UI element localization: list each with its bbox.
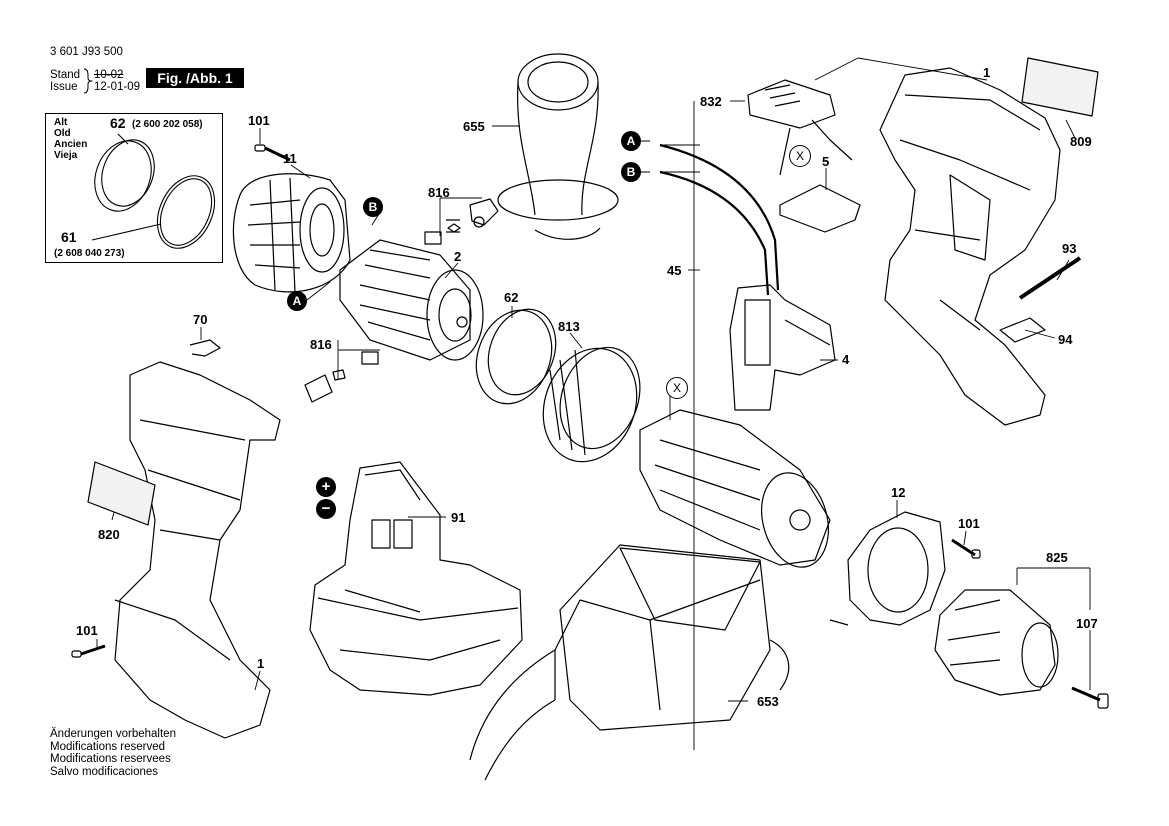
- note-en: Modifications reserved: [50, 740, 166, 753]
- note-de: Änderungen vorbehalten: [50, 728, 176, 740]
- label-825: 825: [1046, 550, 1068, 565]
- part-820-label: [87, 461, 156, 526]
- part-11-cover: [232, 173, 351, 293]
- label-101-right: 101: [958, 516, 980, 531]
- figure-label: Fig. /Abb. 1: [146, 68, 244, 88]
- label-5: 5: [822, 154, 830, 169]
- marker-x-switch: X: [789, 145, 811, 167]
- marker-b-right: B: [621, 162, 641, 182]
- doc-number: 3 601 J93 500: [50, 46, 123, 58]
- part-93-bit: [1018, 256, 1082, 300]
- note-es: Salvo modificaciones: [50, 765, 159, 778]
- label-62: 62: [504, 290, 519, 305]
- issue-label: Issue: [50, 81, 78, 93]
- old-line-old: Old: [54, 128, 71, 139]
- label-816-lower: 816: [310, 337, 332, 352]
- label-101-left: 101: [76, 623, 98, 638]
- label-809: 809: [1070, 134, 1092, 149]
- part-2-motor: [339, 239, 484, 361]
- label-816-top: 816: [428, 185, 450, 200]
- label-4: 4: [842, 352, 850, 367]
- label-1-bottom: 1: [257, 656, 265, 671]
- issue-date: 12-01-09: [94, 81, 141, 93]
- label-2: 2: [454, 249, 462, 264]
- part-gearbox: [639, 409, 831, 568]
- screw-101-left: [71, 644, 106, 658]
- part-45-wires: [659, 143, 780, 296]
- label-93: 93: [1062, 241, 1077, 256]
- battery-plus-marker: +: [316, 477, 336, 497]
- label-91: 91: [451, 510, 466, 525]
- battery-minus-marker: −: [316, 499, 336, 519]
- part-70-clip: [189, 339, 221, 357]
- part-655-sleeve: [497, 53, 619, 240]
- screw-107: [1071, 686, 1109, 709]
- label-70: 70: [193, 312, 208, 327]
- part-1-housing-left: [114, 361, 281, 739]
- old-line-ancien: Ancien: [54, 139, 88, 150]
- part-816-lower: [304, 351, 379, 403]
- old-part-61: 61: [61, 229, 77, 245]
- stand-label: Stand: [50, 69, 81, 81]
- part-813-ring-gear: [542, 346, 641, 463]
- part-4-switch: [729, 284, 836, 411]
- part-94-clip: [999, 317, 1046, 343]
- label-12: 12: [891, 485, 906, 500]
- screw-101-top: [254, 144, 291, 162]
- part-1-housing-right: [879, 67, 1061, 426]
- modification-notes: Änderungen vorbehalten Modifications res…: [50, 728, 176, 778]
- old-parts-box: Alt Old Ancien Vieja 62 (2 600 202 058) …: [45, 113, 223, 263]
- leader-lines: [96, 57, 1091, 750]
- part-12-cap: [829, 511, 946, 626]
- part-809-label: [1021, 57, 1099, 117]
- part-5-slide: [779, 184, 861, 233]
- label-820: 820: [98, 527, 120, 542]
- label-107: 107: [1076, 616, 1098, 631]
- label-832: 832: [700, 94, 722, 109]
- part-62-ring: [475, 308, 557, 405]
- old-part-62: 62: [110, 115, 126, 131]
- header-brace: [83, 68, 93, 94]
- label-655: 655: [463, 119, 485, 134]
- marker-x-gearbox: X: [666, 377, 688, 399]
- old-part-61-number: (2 608 040 273): [54, 248, 125, 259]
- old-line-alt: Alt: [54, 117, 68, 128]
- label-653: 653: [757, 694, 779, 709]
- note-fr: Modifications reservees: [50, 753, 171, 765]
- label-101-top: 101: [248, 113, 270, 128]
- part-653-charger: [469, 544, 790, 781]
- marker-a-right: A: [621, 131, 641, 151]
- screw-101-right: [951, 538, 981, 559]
- marker-a-left: A: [287, 291, 307, 311]
- label-813: 813: [558, 319, 580, 334]
- old-rings-drawing: [91, 133, 216, 249]
- old-part-62-number: (2 600 202 058): [132, 119, 203, 130]
- marker-b-left: B: [363, 197, 383, 217]
- label-45: 45: [667, 263, 682, 278]
- part-825-chuck: [934, 589, 1059, 696]
- old-line-vieja: Vieja: [54, 150, 78, 161]
- label-11: 11: [283, 151, 297, 166]
- part-816-top: [424, 198, 499, 245]
- label-1-top: 1: [983, 65, 991, 80]
- part-832-switch-cover: [747, 79, 853, 176]
- stand-date: 10-02: [94, 69, 124, 81]
- part-91-battery: [309, 461, 523, 696]
- label-94: 94: [1058, 332, 1073, 347]
